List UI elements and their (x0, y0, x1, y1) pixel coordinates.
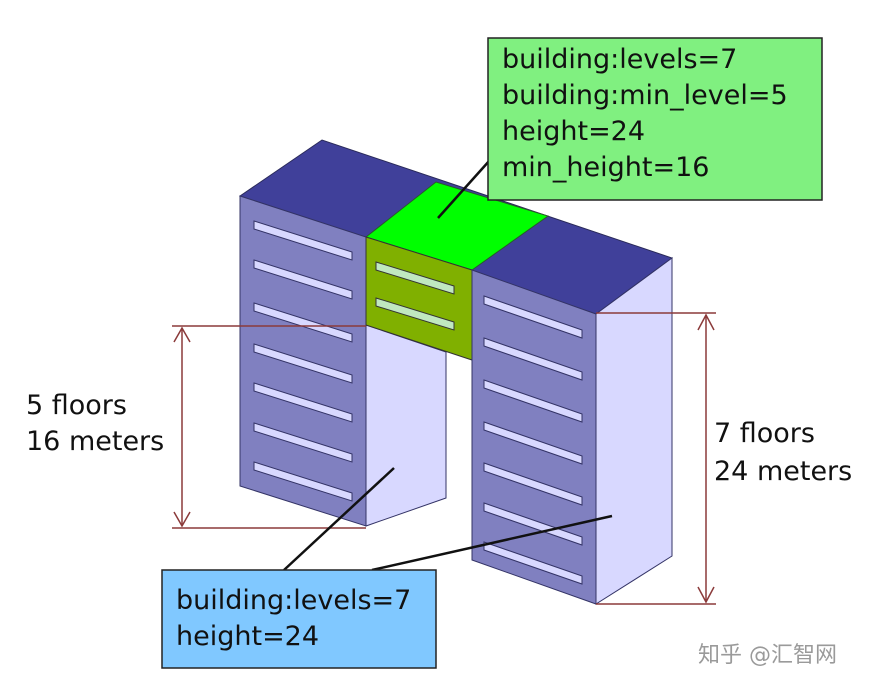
bottom-tag-line-1: building:levels=7 (176, 585, 411, 616)
right-tower-side (595, 257, 673, 605)
right-height-label: 24 meters (714, 456, 852, 487)
callout-lines (283, 159, 613, 572)
window (253, 461, 353, 502)
left-height-label: 16 meters (26, 426, 164, 457)
bridge-windows (375, 261, 455, 331)
top-tag-line-1: building:levels=7 (502, 44, 737, 75)
window (375, 297, 455, 331)
window (483, 462, 583, 506)
left-floors-label: 5 floors (26, 390, 127, 421)
window (253, 302, 353, 343)
right-floors-label: 7 floors (714, 418, 815, 449)
right-dimension-lines (596, 312, 716, 605)
window (253, 259, 353, 300)
left-dimension-lines (172, 325, 366, 529)
right-tower-windows (483, 295, 583, 585)
window (483, 379, 583, 423)
top-tag-line-4: min_height=16 (502, 152, 709, 183)
left-tower-side (365, 324, 447, 527)
window (253, 422, 353, 463)
window (483, 295, 583, 339)
window (375, 261, 455, 295)
window (253, 343, 353, 384)
window (483, 337, 583, 381)
window (253, 382, 353, 423)
window (483, 502, 583, 546)
bottom-tag-line-2: height=24 (176, 621, 319, 652)
left-tower-windows (253, 220, 353, 502)
window (253, 220, 353, 261)
top-tag-box (487, 37, 823, 201)
window (483, 541, 583, 585)
watermark: 知乎 @汇智网 (698, 643, 837, 668)
top-tag-line-2: building:min_level=5 (502, 80, 788, 111)
bottom-tag-box (161, 569, 437, 669)
top-tag-line-3: height=24 (502, 116, 645, 147)
window (483, 421, 583, 465)
